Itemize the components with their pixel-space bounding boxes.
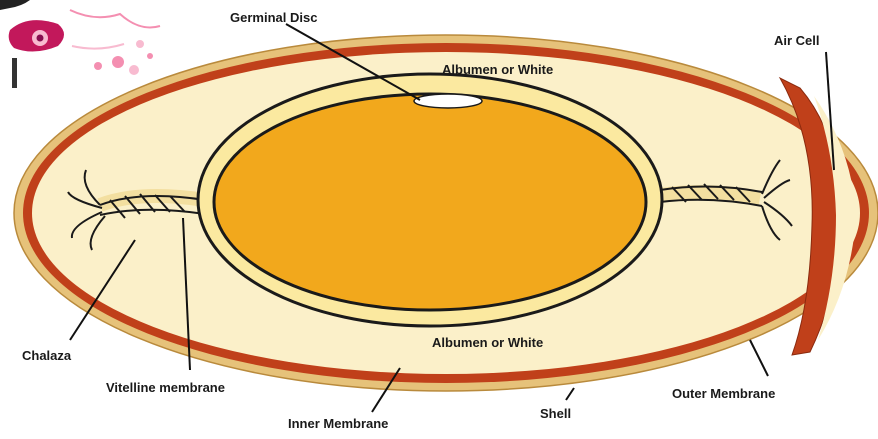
vitelline-membrane-label: Vitelline membrane xyxy=(106,380,225,395)
albumen-bottom-label: Albumen or White xyxy=(432,335,543,350)
germinal-disc-label: Germinal Disc xyxy=(230,10,317,25)
inner-membrane-label: Inner Membrane xyxy=(288,416,388,431)
chalaza-label: Chalaza xyxy=(22,348,72,363)
outer-membrane-label: Outer Membrane xyxy=(672,386,775,401)
albumen-top-label: Albumen or White xyxy=(442,62,553,77)
shell-label: Shell xyxy=(540,406,571,421)
air-cell-label: Air Cell xyxy=(774,33,820,48)
corner-ornament xyxy=(0,0,160,88)
yolk xyxy=(214,94,646,310)
germinal-disc xyxy=(414,94,482,108)
